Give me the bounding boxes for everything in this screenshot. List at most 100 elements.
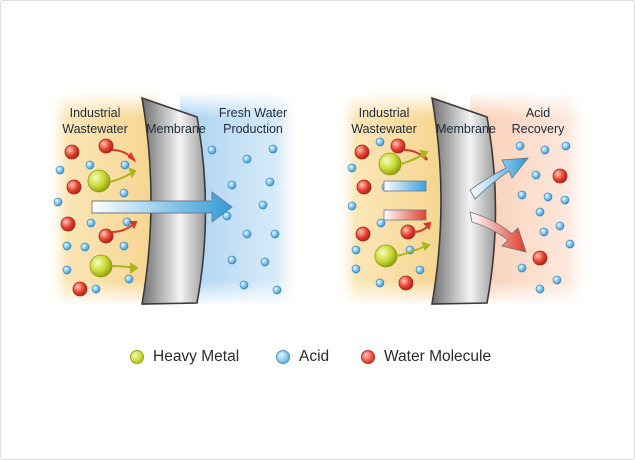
acid — [351, 245, 361, 255]
acid — [515, 141, 525, 151]
acid — [62, 265, 72, 275]
legend-label: Heavy Metal — [153, 348, 240, 365]
acid-icon — [276, 350, 290, 364]
water-molecule — [552, 168, 568, 184]
water-molecule — [98, 138, 114, 154]
acid — [535, 284, 545, 294]
acid — [122, 217, 132, 227]
acid — [517, 263, 527, 273]
acid — [265, 177, 275, 187]
heavy-metal — [374, 244, 398, 268]
acid — [85, 160, 95, 170]
heavy-metal — [89, 254, 113, 278]
wastewater-particles — [347, 137, 425, 291]
membrane-label: Membrane — [436, 122, 496, 136]
acid — [55, 165, 65, 175]
acid — [272, 285, 282, 295]
wastewater-particles — [53, 138, 134, 297]
acid — [270, 229, 280, 239]
acid — [375, 137, 385, 147]
acid — [119, 188, 129, 198]
legend-label: Water Molecule — [384, 348, 492, 365]
flow-arrow — [91, 191, 233, 223]
heavy-metal — [87, 169, 111, 193]
acid — [539, 227, 549, 237]
acid — [239, 280, 249, 290]
acid — [540, 145, 550, 155]
water-molecule — [66, 179, 82, 195]
legend-item-acid: Acid — [276, 346, 329, 368]
acid — [565, 239, 575, 249]
right-zone-label-line2: Recovery — [512, 122, 566, 136]
acid — [227, 180, 237, 190]
acid — [62, 241, 72, 251]
acid — [347, 201, 357, 211]
acid — [86, 218, 96, 228]
rejection-arrows — [109, 149, 139, 274]
acid-recovery-arrow — [469, 157, 529, 200]
water-flow-bar — [383, 209, 427, 221]
acid — [222, 211, 232, 221]
right-zone-label-line1: Fresh Water — [219, 106, 287, 120]
acid — [260, 257, 270, 267]
panel-fresh-water: Industrial Wastewater Membrane Fresh Wat… — [46, 92, 302, 306]
acid — [555, 221, 565, 231]
heavy-metal — [378, 152, 402, 176]
acid — [120, 160, 130, 170]
acid — [560, 195, 570, 205]
legend-item-heavy-metal: Heavy Metal — [130, 346, 239, 368]
acid — [415, 265, 425, 275]
heavy-metal-icon — [130, 350, 144, 364]
left-zone-label-line1: Industrial — [70, 106, 121, 120]
acid — [535, 207, 545, 217]
acid — [376, 218, 386, 228]
acid — [258, 200, 268, 210]
acid — [80, 242, 90, 252]
water-molecule — [355, 226, 371, 242]
legend-item-water-molecule: Water Molecule — [361, 346, 491, 368]
legend: Heavy Metal Acid Water Molecule — [0, 340, 635, 374]
water-molecule — [390, 138, 406, 154]
acid — [375, 278, 385, 288]
left-zone-label-line2: Wastewater — [62, 122, 128, 136]
water-molecule — [356, 179, 372, 195]
panel-acid-recovery: Industrial Wastewater Membrane Acid Reco… — [336, 92, 592, 306]
acid-flow-bar — [383, 180, 427, 192]
acid — [124, 274, 134, 284]
acid — [227, 255, 237, 265]
acid — [91, 284, 101, 294]
rejection-arrows — [396, 149, 432, 257]
acid — [531, 170, 541, 180]
water-molecule — [60, 216, 76, 232]
acid — [347, 163, 357, 173]
membrane-label: Membrane — [146, 122, 206, 136]
acid — [561, 141, 571, 151]
left-zone-label-line1: Industrial — [359, 106, 410, 120]
acid — [242, 154, 252, 164]
acid — [351, 264, 361, 274]
legend-label: Acid — [299, 348, 330, 365]
water-molecule — [354, 144, 370, 160]
water-molecule — [532, 250, 548, 266]
water-rejection-arrow — [469, 211, 527, 253]
acid-recovery-particles — [515, 141, 575, 294]
fresh-water-particles — [207, 144, 282, 295]
water-molecule — [398, 275, 414, 291]
water-molecule — [400, 224, 416, 240]
acid — [552, 275, 562, 285]
right-zone-label-line2: Production — [223, 122, 283, 136]
water-molecule-icon — [361, 350, 375, 364]
acid — [207, 145, 217, 155]
right-zone-label-line1: Acid — [526, 106, 550, 120]
membrane — [430, 96, 497, 305]
left-zone-label-line2: Wastewater — [351, 122, 417, 136]
water-molecule — [72, 281, 88, 297]
acid — [543, 192, 553, 202]
acid — [119, 241, 129, 251]
acid — [517, 190, 527, 200]
acid — [53, 197, 63, 207]
acid — [268, 144, 278, 154]
water-molecule — [64, 144, 80, 160]
acid — [242, 229, 252, 239]
